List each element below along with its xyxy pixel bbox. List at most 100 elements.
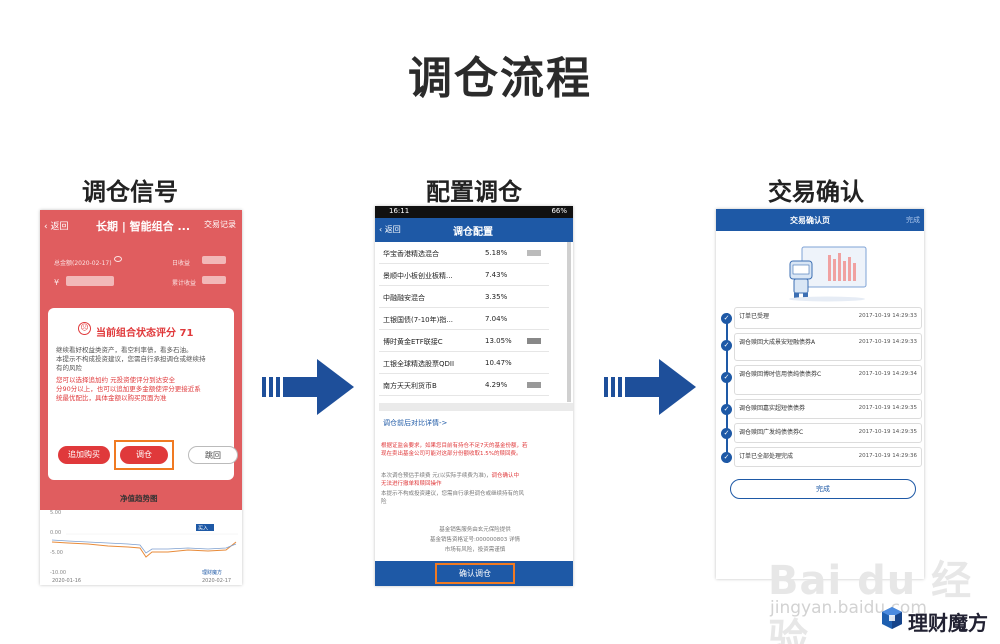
step-title-signal: 调仓信号 bbox=[82, 178, 178, 206]
x-end-label: 2020-02-17 bbox=[202, 578, 231, 584]
y-tick-0: 0.00 bbox=[50, 530, 61, 536]
confirm-bar bbox=[375, 561, 573, 586]
check-icon: ✓ bbox=[721, 428, 732, 439]
divider bbox=[379, 403, 573, 411]
check-icon: ✓ bbox=[721, 452, 732, 463]
fund-name: 华宝香港精选混合 bbox=[383, 250, 439, 258]
masked-amount bbox=[66, 276, 114, 286]
app-header: ‹ 返回 长期 | 智能组合 ... 交易记录 bbox=[40, 210, 242, 238]
timeline-item: 调仓赎回广发纯债债券C 2017-10-19 14:29:35 bbox=[734, 423, 922, 443]
fee-warning: 无法进行撤单和赎回操作 bbox=[381, 481, 442, 487]
buy-tag: 买入 bbox=[198, 525, 208, 532]
app-header: ‹ 返回 调仓配置 bbox=[375, 218, 573, 242]
fund-name: 工银国债(7-10年)指... bbox=[383, 316, 454, 324]
eye-icon[interactable] bbox=[114, 256, 122, 262]
step-time: 2017-10-19 14:29:33 bbox=[858, 313, 917, 319]
back-button[interactable]: ‹ 返回 bbox=[44, 222, 69, 232]
check-icon: ✓ bbox=[721, 313, 732, 324]
y-tick-5: 5.00 bbox=[50, 510, 61, 516]
x-start-label: 2020-01-16 bbox=[52, 578, 81, 584]
fund-weight: 10.47% bbox=[485, 359, 512, 367]
page-title: 调仓流程 bbox=[408, 53, 592, 104]
redemption-warning-2: 现在卖出基金公司可能对这部分份额收取1.5%的赎回费。 bbox=[381, 451, 522, 457]
fund-row: 工银全球精选股票QDII 10.47% bbox=[379, 352, 549, 374]
page-title: 交易确认页 bbox=[790, 216, 830, 225]
baidu-watermark: Bai du 经验 bbox=[768, 558, 973, 644]
service-line-2: 基金销售资格证号:000000803 详情 bbox=[429, 537, 521, 543]
timeline-line bbox=[726, 313, 728, 463]
redemption-warning-1: 根据证监会要求，如果您目前有持仓不足7天的基金份额，若 bbox=[381, 443, 528, 449]
change-indicator bbox=[527, 338, 541, 344]
nav-chart-title: 净值趋势图 bbox=[120, 494, 158, 503]
back-button[interactable]: ‹ 返回 bbox=[379, 225, 401, 234]
check-icon: ✓ bbox=[721, 340, 732, 351]
change-indicator bbox=[527, 382, 541, 388]
benchmark-series bbox=[51, 539, 237, 554]
complete-button[interactable]: 完成 bbox=[730, 479, 916, 499]
fund-weight: 7.04% bbox=[485, 315, 508, 323]
service-line-1: 基金销售服务由玄元保险提供 bbox=[439, 527, 511, 533]
total-asset-label: 总金额(2020-02-17) bbox=[54, 260, 112, 267]
nav-trend-chart: 5.00 0.00 -5.00 -10.00 买入 2020-01-16 理财魔… bbox=[50, 510, 238, 584]
scrollbar[interactable] bbox=[567, 242, 571, 402]
timeline-item: 调仓赎回嘉实超短债债券 2017-10-19 14:29:35 bbox=[734, 399, 922, 419]
timeline-item: 订单已受理 2017-10-19 14:29:33 bbox=[734, 307, 922, 329]
cube-logo-icon bbox=[882, 607, 902, 629]
fund-row: 景顺中小板创业板精... 7.43% bbox=[379, 264, 549, 286]
suggestion-line-1: 您可以选择追加约 元投资使评分到达安全 bbox=[56, 376, 176, 384]
fund-name: 博时黄金ETF联接C bbox=[383, 338, 443, 346]
ignore-button[interactable]: 跳回 bbox=[188, 446, 238, 464]
timeline-item: 调仓赎回大成景安短融债券A 2017-10-19 14:29:33 bbox=[734, 333, 922, 361]
buy-marker bbox=[196, 524, 214, 531]
phone-rebalance-config: 16:11 66% ‹ 返回 调仓配置 华宝香港精选混合 5.18% 景顺中小板… bbox=[375, 206, 573, 586]
advice-line-2: 本提示不构成投资建议，您需自行承担调仓或继续持 bbox=[56, 355, 206, 363]
timeline-item: 订单已全部处理完成 2017-10-19 14:29:36 bbox=[734, 447, 922, 467]
masked-cumulative bbox=[202, 276, 226, 284]
step-time: 2017-10-19 14:29:36 bbox=[858, 453, 917, 459]
advice-line-3: 有的风险 bbox=[56, 364, 82, 372]
step-name: 订单已全部处理完成 bbox=[739, 453, 794, 460]
fund-name: 景顺中小板创业板精... bbox=[383, 272, 453, 280]
suggestion-line-2: 分90分以上，也可以追加更多金额使评分更接近系 bbox=[56, 385, 201, 393]
check-icon: ✓ bbox=[721, 404, 732, 415]
cumulative-yield-label: 累计收益 bbox=[172, 280, 197, 287]
fund-name: 工银全球精选股票QDII bbox=[383, 360, 455, 368]
fund-row: 工银国债(7-10年)指... 7.04% bbox=[379, 308, 549, 330]
masked-yield bbox=[202, 256, 226, 264]
score-title: 当前组合状态评分 71 bbox=[96, 328, 194, 339]
phone-trade-confirmation: 交易确认页 完成 ✓ 订单已受理 2017-10-19 14:29:33 ✓ 调… bbox=[716, 209, 924, 579]
robot-illustration-icon bbox=[789, 246, 867, 302]
step-name: 调仓赎回嘉实超短债债券 bbox=[739, 405, 806, 412]
step-name: 调仓赎回广发纯债债券C bbox=[739, 429, 804, 436]
small-brand-logo: 理财魔方 bbox=[202, 569, 222, 576]
step-name: 调仓赎回大成景安短融债券A bbox=[739, 339, 816, 346]
currency-symbol: ¥ bbox=[54, 278, 60, 287]
fund-row: 南方天天利货币B 4.29% bbox=[379, 374, 549, 396]
disclaimer-2: 险 bbox=[381, 499, 387, 505]
page-title: 调仓配置 bbox=[453, 227, 493, 238]
compare-details-link[interactable]: 调仓前后对比详情-> bbox=[383, 419, 448, 427]
risk-notice: 市场有风险，投资需谨慎 bbox=[444, 547, 506, 553]
done-link[interactable]: 完成 bbox=[906, 216, 920, 224]
check-icon: ✓ bbox=[721, 372, 732, 383]
add-purchase-button[interactable]: 追加购买 bbox=[58, 446, 110, 464]
step-name: 订单已受理 bbox=[739, 313, 770, 320]
rebalance-button[interactable]: 调仓 bbox=[120, 446, 168, 464]
phone-rebalance-signal: ‹ 返回 长期 | 智能组合 ... 交易记录 总金额(2020-02-17) … bbox=[40, 210, 242, 585]
change-indicator bbox=[527, 250, 541, 256]
confirm-rebalance-button[interactable]: 确认调仓 bbox=[459, 569, 491, 578]
advice-line-1: 继续看好权益类资产，看空利率债，看多石油。 bbox=[56, 346, 193, 354]
status-bar: 16:11 66% bbox=[375, 206, 573, 218]
disclaimer-1: 本提示不构成投资建议，您需自行承担调仓或继续持有的风 bbox=[381, 491, 525, 497]
y-tick-neg5: -5.00 bbox=[50, 550, 63, 556]
trade-record-link[interactable]: 交易记录 bbox=[204, 220, 236, 229]
brand-name: 理财魔方 bbox=[908, 611, 988, 635]
step-time: 2017-10-19 14:29:33 bbox=[858, 339, 917, 345]
fund-weight: 4.29% bbox=[485, 381, 508, 389]
portfolio-title: 长期 | 智能组合 ... bbox=[96, 220, 191, 233]
confirm-highlight-box bbox=[435, 563, 515, 584]
y-tick-neg10: -10.00 bbox=[50, 570, 66, 576]
portfolio-series bbox=[51, 541, 237, 558]
arrow-right-icon bbox=[262, 359, 354, 415]
step-time: 2017-10-19 14:29:35 bbox=[858, 405, 917, 411]
